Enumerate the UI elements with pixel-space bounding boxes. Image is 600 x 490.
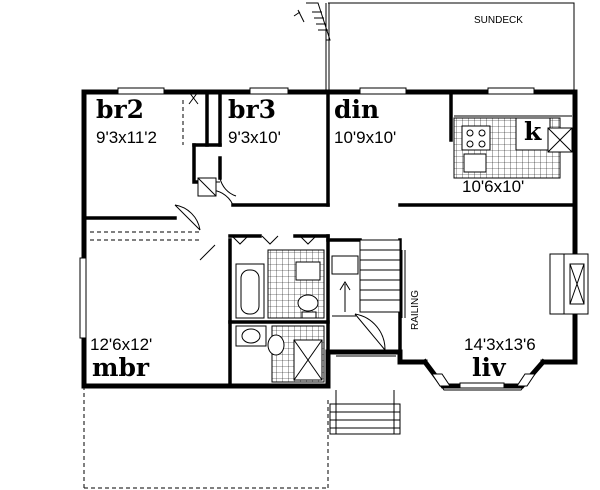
room-mbr: 12'6x12' mbr (90, 335, 152, 382)
doors (174, 177, 396, 357)
mbr-size: 12'6x12' (90, 335, 152, 354)
mbr-name: mbr (92, 353, 150, 382)
railing-label: RAILING (410, 290, 421, 330)
closets (90, 91, 317, 245)
kitchen-size: 10'6x10' (462, 177, 524, 196)
br3-size: 9'3x10' (228, 128, 281, 147)
deck-stairs (293, 2, 331, 41)
room-din: din 10'9x10' (334, 95, 396, 147)
stairs: RAILING (331, 239, 421, 330)
entry-stairs (329, 390, 401, 435)
liv-size: 14'3x13'6 (464, 335, 536, 354)
carport (83, 386, 329, 489)
room-liv: 14'3x13'6 liv (464, 335, 536, 382)
sundeck: SUNDECK (325, 2, 575, 92)
water-heater (197, 177, 217, 197)
br2-name: br2 (96, 95, 144, 124)
sundeck-label: SUNDECK (474, 15, 523, 26)
din-name: din (334, 95, 379, 124)
br2-size: 9'3x11'2 (96, 128, 157, 147)
liv-name: liv (472, 353, 507, 382)
bay-window (421, 358, 547, 391)
room-br3: br3 9'3x10' (228, 95, 281, 147)
bathroom-fixtures (235, 249, 325, 383)
room-br2: br2 9'3x11'2 (96, 95, 157, 147)
windows-top (117, 87, 535, 95)
din-size: 10'9x10' (334, 128, 396, 147)
window-mbr (79, 257, 87, 339)
br3-name: br3 (228, 95, 276, 124)
room-kitchen: k 10'6x10' (462, 117, 542, 196)
kitchen-fixtures (453, 115, 573, 179)
kitchen-name: k (524, 117, 542, 146)
fireplace (549, 253, 589, 315)
